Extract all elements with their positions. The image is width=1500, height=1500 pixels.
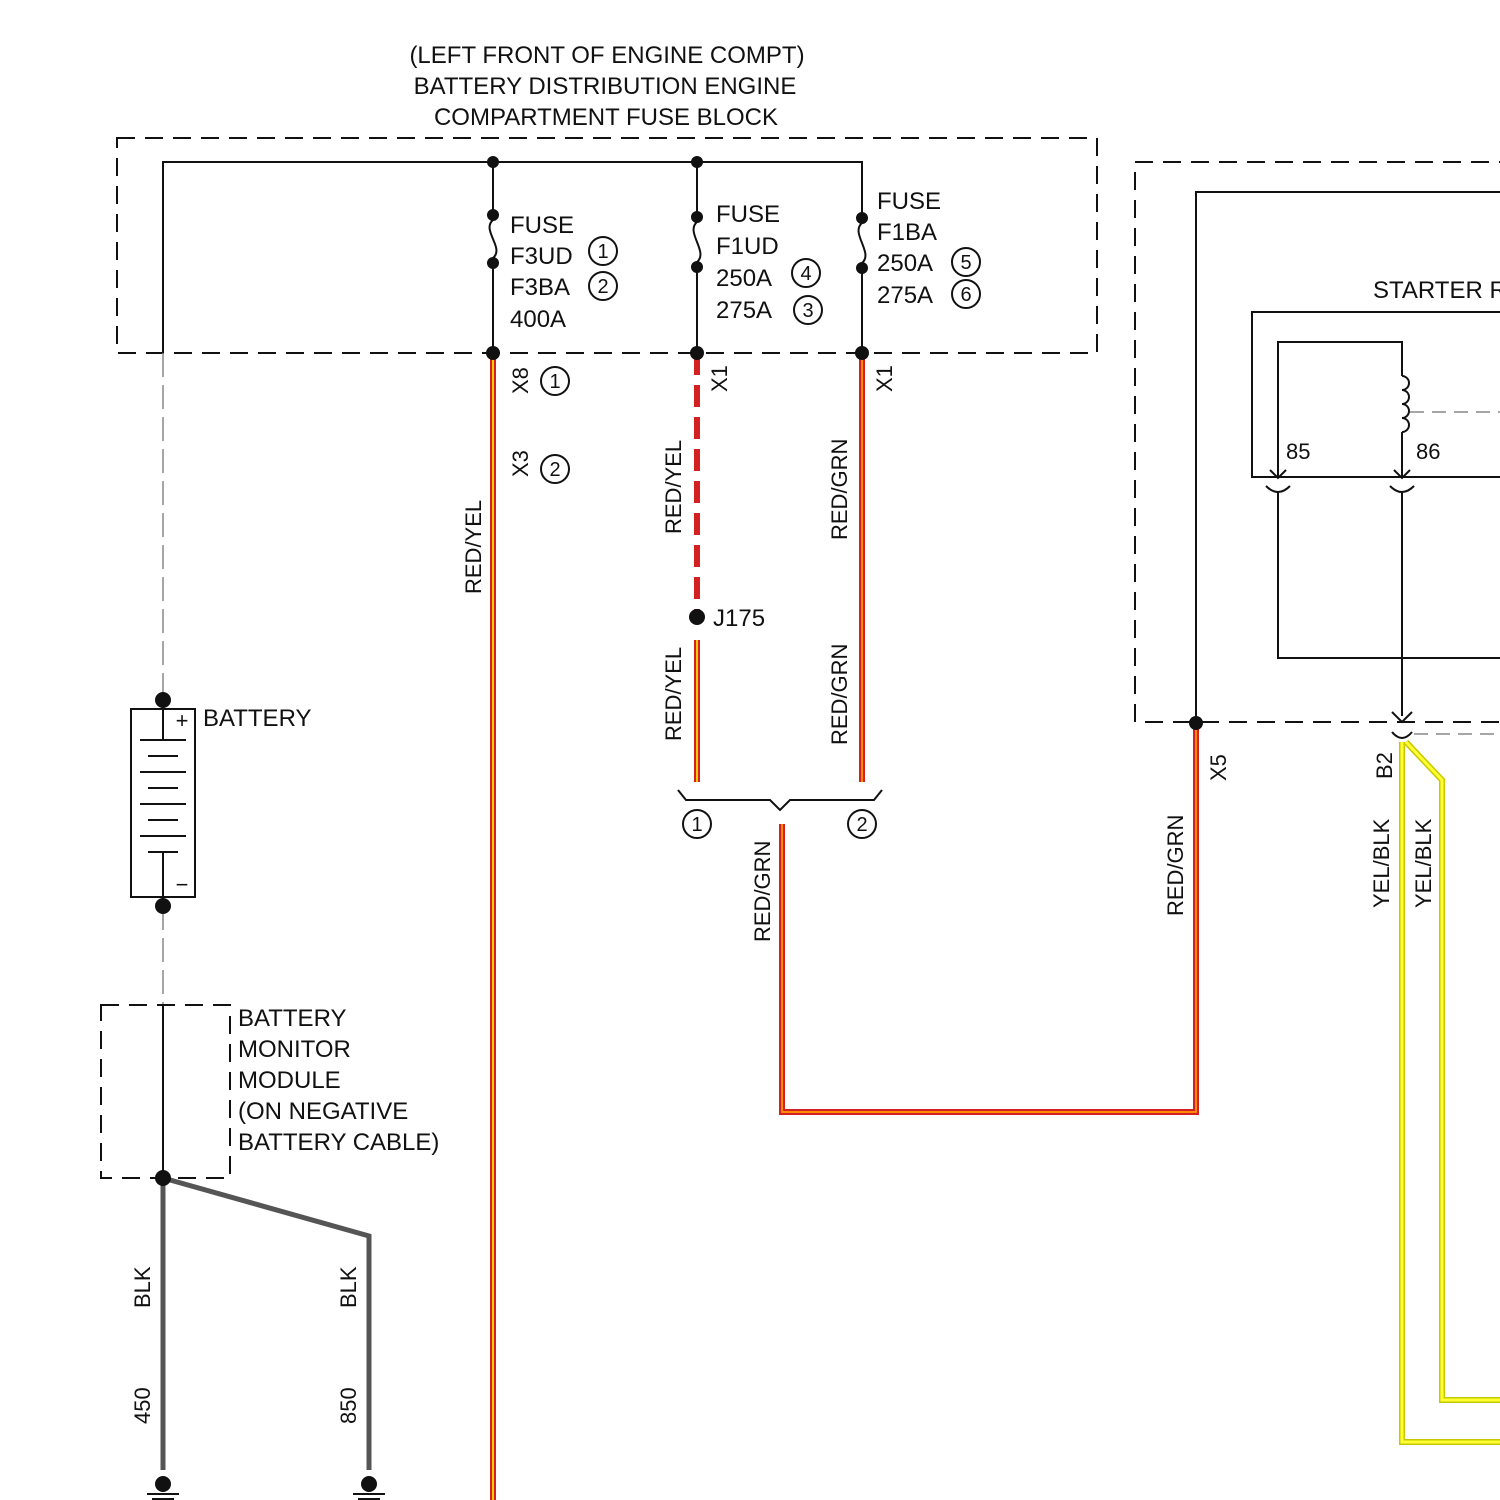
battery-positive-terminal: [155, 692, 171, 708]
pin-85-connector-icon: [1266, 486, 1290, 492]
connector-x8-pin: [486, 346, 500, 360]
splice-left-marker: 1: [691, 814, 702, 836]
starter-relay-module-boundary: [1135, 162, 1500, 722]
wire-label-red-yel-1: RED/YEL: [461, 500, 486, 594]
fuse-b-line-3: 275A: [716, 297, 772, 324]
wire-label-red-yel-3: RED/YEL: [661, 647, 686, 741]
wire-label-red-grn-3: RED/GRN: [750, 841, 775, 942]
ground-symbol-left: [147, 1476, 179, 1499]
connector-b2-socket-icon: [1392, 732, 1412, 738]
fuse-a-line-2: F3BA: [510, 274, 570, 301]
battery-negative-terminal: [155, 898, 171, 914]
fuse-c-line-2: 250A: [877, 250, 933, 277]
wire-label-red-grn-2: RED/GRN: [827, 644, 852, 745]
fuse-symbol-c: [857, 213, 867, 353]
fuse-block-title-line-3: COMPARTMENT FUSE BLOCK: [434, 104, 778, 131]
fuse-b-line-1: F1UD: [716, 233, 779, 260]
starter-relay-label: STARTER R: [1373, 277, 1500, 304]
ground-wires: [163, 1178, 369, 1470]
fuse-b-marker-2: 3: [802, 300, 813, 322]
fuse-block-title-line-1: (LEFT FRONT OF ENGINE COMPT): [409, 42, 804, 69]
connector-x5-label: X5: [1206, 754, 1231, 781]
wire-label-yel-blk-2: YEL/BLK: [1411, 818, 1436, 908]
connector-x8-label: X8: [508, 367, 533, 394]
fuse-a-marker-1: 1: [597, 241, 608, 263]
fuse-b-marker-1: 4: [800, 263, 811, 285]
starter-relay-coil-icon: [1402, 376, 1409, 432]
splice-j175-label: J175: [713, 605, 765, 632]
connector-b2-label: B2: [1372, 752, 1397, 779]
wire-label-red-grn-1: RED/GRN: [827, 439, 852, 540]
ground-symbol-right: [353, 1476, 385, 1499]
wire-red-grn-to-starter: [782, 723, 1196, 1112]
wire-label-blk-2: BLK: [336, 1266, 361, 1308]
connector-x3-label: X3: [508, 450, 533, 477]
connector-x1-mid-label: X1: [707, 365, 732, 392]
battery-monitor-junction: [155, 1170, 171, 1186]
splice-j175-dot: [689, 609, 705, 625]
fuse-a-marker-2: 2: [597, 276, 608, 298]
circuit-label-850: 850: [336, 1387, 361, 1424]
connector-x3-marker: 2: [549, 459, 560, 481]
battery-minus-sign: −: [176, 872, 189, 897]
fuse-block-title-line-2: BATTERY DISTRIBUTION ENGINE: [414, 73, 797, 100]
fuse-b-line-2: 250A: [716, 265, 772, 292]
fuse-a-label: FUSE: [510, 212, 574, 239]
connector-x1-right-label: X1: [872, 365, 897, 392]
starter-relay-pin-86: 86: [1416, 439, 1440, 464]
battery-monitor-boundary: [101, 1005, 230, 1178]
connector-x5-pin: [1189, 716, 1203, 730]
fuse-c-marker-2: 6: [960, 284, 971, 306]
starter-relay-pin-85: 85: [1286, 439, 1310, 464]
fuse-c-marker-1: 5: [960, 252, 971, 274]
fuse-symbol-b: [692, 212, 702, 353]
battery-plus-sign: +: [176, 708, 189, 733]
wire-label-yel-blk-1: YEL/BLK: [1369, 818, 1394, 908]
pin-86-connector-icon: [1390, 486, 1414, 492]
circuit-label-450: 450: [130, 1387, 155, 1424]
splice-bracket: [678, 790, 882, 810]
battery-label: BATTERY: [203, 705, 311, 732]
fuse-a-line-1: F3UD: [510, 243, 573, 270]
wire-label-red-yel-2: RED/YEL: [661, 440, 686, 534]
battery-monitor-line-1: BATTERY: [238, 1005, 346, 1032]
bus-junction-a: [487, 156, 499, 168]
fuse-a-line-3: 400A: [510, 306, 566, 333]
fuse-c-line-3: 275A: [877, 282, 933, 309]
battery-monitor-line-2: MONITOR: [238, 1036, 351, 1063]
relay-pin-85-loop: [1278, 492, 1500, 658]
connector-x1-right-pin: [855, 346, 869, 360]
wire-label-red-grn-4: RED/GRN: [1163, 815, 1188, 916]
starter-relay-feed: [1196, 192, 1500, 723]
splice-right-marker: 2: [856, 814, 867, 836]
bus-junction-b: [691, 156, 703, 168]
battery-monitor-line-5: BATTERY CABLE): [238, 1129, 439, 1156]
fuse-b-label: FUSE: [716, 201, 780, 228]
battery-monitor-line-4: (ON NEGATIVE: [238, 1098, 408, 1125]
fuse-c-label: FUSE: [877, 188, 941, 215]
connector-x1-mid-pin: [690, 346, 704, 360]
battery-monitor-line-3: MODULE: [238, 1067, 341, 1094]
fuse-c-line-1: F1BA: [877, 219, 937, 246]
connector-x8-marker: 1: [549, 371, 560, 393]
wire-label-blk-1: BLK: [130, 1266, 155, 1308]
fuse-symbol-a: [488, 210, 498, 353]
